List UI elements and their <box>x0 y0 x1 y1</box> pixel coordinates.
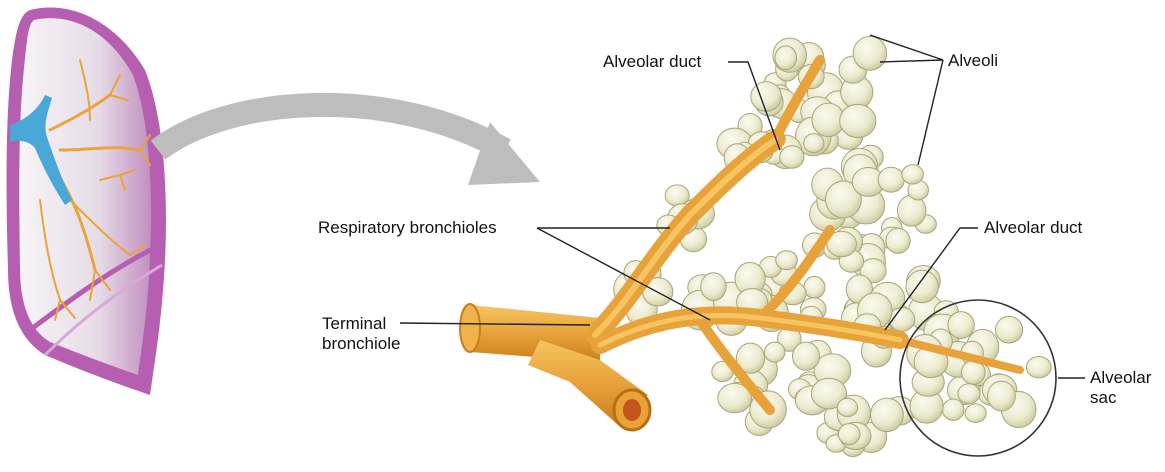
label-alveolar-duct-top: Alveolar duct <box>603 52 701 72</box>
alveolus <box>988 381 1016 411</box>
alveolus <box>902 165 924 184</box>
alveolus <box>958 384 980 404</box>
label-sac-line1: Alveolar <box>1090 368 1165 388</box>
alveolus <box>878 167 904 192</box>
label-terminal-line1: Terminal <box>322 314 442 334</box>
label-sac-line2: sac <box>1090 388 1165 408</box>
alveolus <box>780 146 804 168</box>
alveolus <box>1026 357 1051 378</box>
alveolus <box>776 251 798 270</box>
leader-alveoli-c <box>918 60 943 165</box>
alveolus <box>804 276 825 298</box>
airway-tree <box>460 36 1051 456</box>
label-terminal-bronchiole: Terminal bronchiole <box>322 314 442 354</box>
alveolus <box>840 104 876 137</box>
alveolus <box>838 424 860 445</box>
alveolus <box>943 399 964 420</box>
terminal-bronchiole-tube <box>460 304 650 430</box>
alveolus <box>764 342 785 362</box>
alveolus <box>906 270 938 302</box>
label-alveoli: Alveoli <box>948 51 998 71</box>
alveolus <box>775 46 797 70</box>
label-alveolar-sac: Alveolar sac <box>1090 368 1165 408</box>
lung-illustration <box>7 8 166 396</box>
alveolus <box>871 398 904 431</box>
label-terminal-line2: bronchiole <box>322 334 442 354</box>
label-alveolar-duct-right: Alveolar duct <box>984 218 1082 238</box>
leader-alveoli-b <box>880 60 943 62</box>
alveolus <box>996 316 1023 343</box>
magnify-arrow-icon <box>158 105 540 185</box>
alveoli-clusters <box>614 36 1052 456</box>
alveolus <box>701 273 726 301</box>
alveolus <box>948 312 974 339</box>
alveolus <box>965 404 986 423</box>
alveolus <box>793 342 820 370</box>
alveolus <box>886 228 910 253</box>
alveolus <box>751 82 782 112</box>
alveolus <box>804 134 824 153</box>
label-respiratory-bronchioles: Respiratory bronchioles <box>318 218 497 238</box>
alveolus <box>837 398 857 416</box>
alveolus <box>853 36 886 70</box>
